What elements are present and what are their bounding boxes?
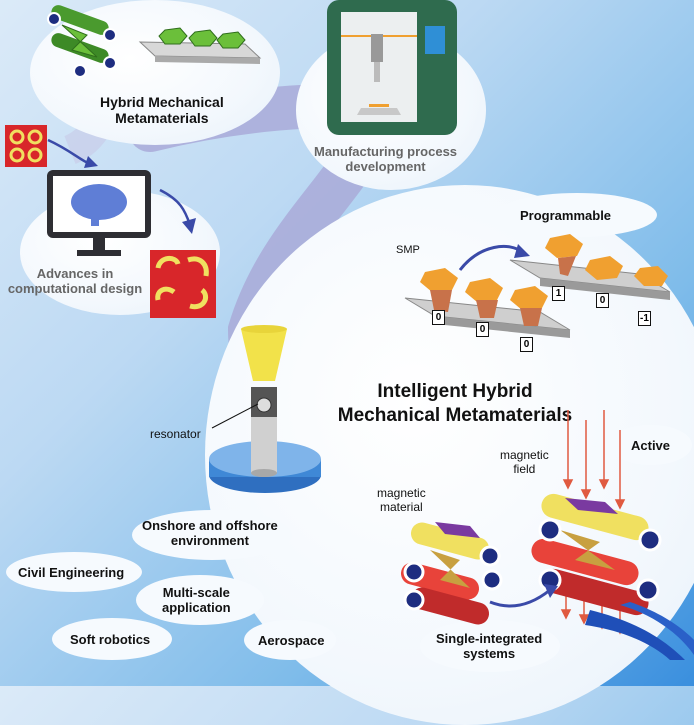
hybrid-lattice-icon [47,5,117,78]
manufacturing-line1: Manufacturing process [314,144,458,159]
pattern-tile-icon [5,125,47,167]
magnetic-material-line2: material [380,500,423,514]
magnetic-field-label: magnetic field [500,448,549,476]
3d-printer-icon [327,0,457,135]
civil-bubble [6,552,142,592]
manufacturing-line2: development [345,159,426,174]
active-bubble [610,425,692,465]
magnetic-field-line1: magnetic [500,448,549,462]
magnetic-material-line1: magnetic [377,486,426,500]
soft-robotics-label: Soft robotics [70,632,151,647]
single-integrated-label: Single-integrated systems [436,631,542,661]
computational-label: Advances in computational design [0,266,150,296]
arrows-icon [47,138,196,234]
computational-line2: computational design [7,281,143,296]
bit-bottom-2: 0 [476,322,489,337]
magnetic-material-label: magnetic material [377,486,426,514]
civil-engineering-label: Civil Engineering [18,565,125,580]
programmable-plates-icon [404,234,671,338]
active-metamaterial-icon [400,410,694,660]
onshore-bubble [132,510,292,560]
multiscale-label: Multi-scale application [162,585,231,615]
soft-bubble [52,618,172,660]
bit-top-3: -1 [638,311,651,326]
onshore-line2: environment [170,533,249,548]
resonator-device-icon [209,325,321,493]
monitor-brain-icon [47,170,151,256]
magnetic-field-line2: field [513,462,536,476]
resonator-label: resonator [150,427,201,441]
multiscale-line2: application [162,600,231,615]
programmable-bubble [497,193,657,237]
hybrid-title-line2: Metamaterials [115,110,209,126]
onshore-label: Onshore and offshore environment [142,518,278,548]
programmable-label: Programmable [520,208,612,223]
computational-line1: Advances in [36,266,114,281]
aerospace-label: Aerospace [258,633,325,648]
active-label: Active [631,438,671,453]
hybrid-title-line1: Hybrid Mechanical [100,94,224,110]
single-integrated-line1: Single-integrated [436,631,543,646]
aero-bubble [244,620,336,660]
manufacturing-label: Manufacturing process development [314,144,457,174]
bit-top-2: 0 [596,293,609,308]
optimized-tile-icon [150,250,216,318]
bit-top-1: 1 [552,286,565,301]
main-title: Intelligent Hybrid Mechanical Metamateri… [315,380,595,428]
resonator-pointer [211,403,259,429]
main-title-line1: Intelligent Hybrid [377,381,533,402]
bit-bottom-3: 0 [520,337,533,352]
main-title-line2: Mechanical Metamaterials [337,405,573,426]
onshore-line1: Onshore and offshore [142,518,278,533]
single-integrated-line2: systems [463,646,516,661]
single-bubble [420,620,560,672]
multiscale-bubble [136,575,264,625]
smp-label: SMP [396,244,420,256]
hybrid-plate-icon [138,27,262,64]
bit-bottom-1: 0 [432,310,445,325]
multiscale-line1: Multi-scale [162,585,230,600]
hybrid-title: Hybrid Mechanical Metamaterials [100,94,224,126]
